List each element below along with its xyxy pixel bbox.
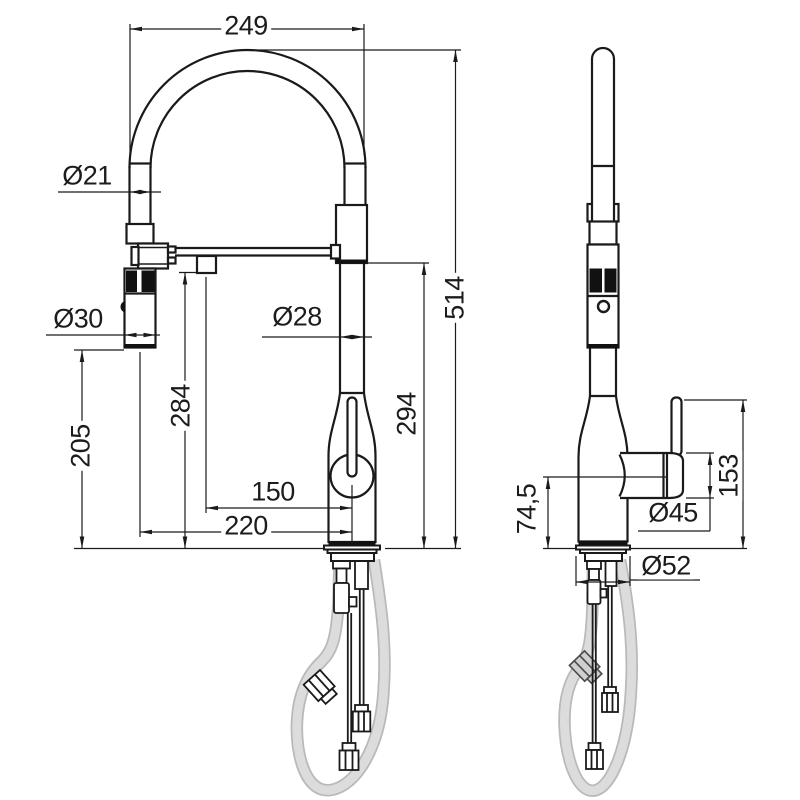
spray-head-black-band	[589, 268, 602, 293]
side-spray-outlet-edge	[587, 344, 619, 349]
front-handle-lever	[346, 396, 358, 478]
dim-label-height-153: 153	[714, 451, 744, 501]
dim-label-height-205: 205	[66, 421, 96, 471]
dimension-arrowheads	[79, 26, 746, 585]
side-spray-column	[586, 46, 620, 396]
dim-label-reach-150: 150	[248, 478, 298, 506]
spray-head-black-band	[126, 270, 137, 292]
dim-label-hose-dia-21: Ø21	[59, 162, 115, 190]
dim-label-base-dia-52: Ø52	[638, 552, 694, 580]
front-spray-head	[120, 222, 177, 349]
front-spout-column	[334, 203, 369, 393]
side-handle-lever	[670, 396, 683, 457]
front-hose-arch	[128, 48, 367, 224]
dim-label-height-514: 514	[440, 273, 470, 323]
front-supply-fittings	[302, 556, 372, 771]
front-body-bottom-edge	[328, 541, 376, 546]
side-supply-fittings	[568, 558, 619, 770]
side-body	[577, 394, 685, 545]
side-base-flange	[575, 544, 631, 562]
dim-label-height-284: 284	[166, 381, 196, 431]
dim-label-spray-dia-30: Ø30	[50, 305, 106, 333]
dim-label-width-249: 249	[221, 12, 271, 40]
side-cartridge-hub	[620, 451, 685, 500]
front-support-arm	[175, 243, 342, 275]
front-hose-loop	[290, 559, 391, 797]
dim-label-hub-dia-45: Ø45	[645, 499, 701, 527]
dim-label-reach-220: 220	[221, 512, 271, 540]
dim-label-column-dia-28: Ø28	[269, 303, 325, 331]
spray-head-black-band	[141, 270, 155, 292]
dim-label-height-74-5: 74,5	[512, 480, 542, 538]
side-hose-tube	[590, 46, 616, 221]
front-base-flange	[323, 544, 381, 562]
dim-label-height-294: 294	[392, 389, 422, 439]
spray-outlet-edge	[124, 344, 156, 349]
spray-button	[596, 299, 611, 314]
spout-aerator	[195, 254, 218, 275]
dimension-lines	[46, 24, 747, 586]
spray-head-black-band	[604, 268, 617, 293]
faucet-front-view	[120, 48, 391, 797]
spray-clip-button	[120, 301, 126, 313]
faucet-side-view	[558, 46, 685, 797]
side-body-bottom-edge	[578, 540, 628, 545]
hose-connector-nut-icon	[302, 668, 339, 706]
